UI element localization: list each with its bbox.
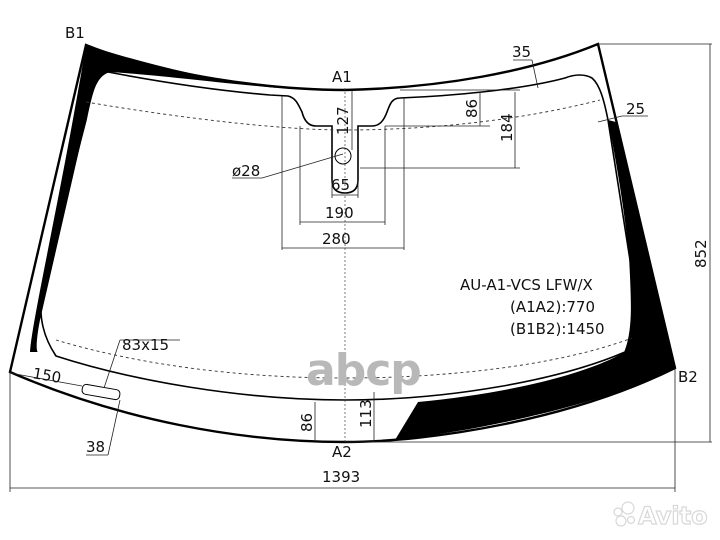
dim-86-top: 86 (463, 99, 481, 118)
frit-band-top-left (30, 45, 278, 352)
point-a2: A2 (332, 443, 352, 461)
dotted-boundary-bottom (55, 337, 633, 379)
avito-watermark: Avito (613, 501, 708, 531)
part-code: AU-A1-VCS LFW/X (460, 276, 593, 294)
dim-150: 150 (31, 364, 62, 387)
dim-38: 38 (86, 438, 105, 456)
dim-86-bottom: 86 (298, 413, 316, 432)
frit-band-right (395, 120, 675, 440)
vin-window (81, 383, 121, 401)
inner-cutout (39, 71, 633, 401)
dim-1393: 1393 (322, 468, 360, 486)
dim-127: 127 (334, 106, 352, 135)
dim-35: 35 (512, 43, 531, 61)
abcp-watermark: abcp (306, 345, 421, 396)
dim-vin-size: 83x15 (122, 336, 169, 354)
dim-184: 184 (498, 113, 516, 142)
point-b2: B2 (678, 368, 698, 386)
dim-280: 280 (322, 230, 351, 248)
dim-65: 65 (331, 176, 350, 194)
dim-hole-diameter: ø28 (232, 162, 260, 180)
b1b2-dimension: (B1B2):1450 (510, 320, 605, 338)
point-a1: A1 (332, 68, 352, 86)
point-b1: B1 (65, 24, 85, 42)
dim-852: 852 (692, 239, 710, 268)
glass-outline (8, 42, 677, 444)
dim-113: 113 (357, 399, 375, 428)
avito-logo-text: Avito (638, 502, 708, 530)
dim-25: 25 (626, 100, 645, 118)
a1a2-dimension: (A1A2):770 (510, 298, 595, 316)
dim-190: 190 (325, 204, 354, 222)
